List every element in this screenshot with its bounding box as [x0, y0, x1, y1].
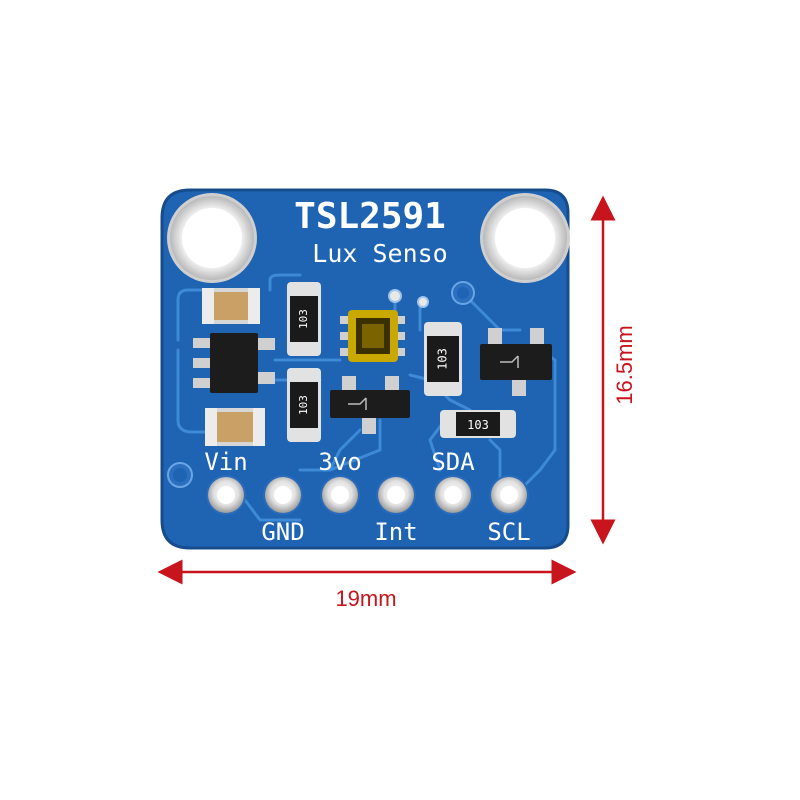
- pin-label-int: Int: [374, 518, 417, 546]
- board-title: TSL2591: [294, 196, 446, 237]
- header-pins: [206, 475, 529, 515]
- pin-label-3vo: 3vo: [318, 448, 361, 476]
- mounting-hole-left: [167, 193, 257, 283]
- pcb-board: [160, 188, 570, 550]
- pin-pad-vin: [206, 475, 246, 515]
- resistor-4: 103: [440, 410, 516, 438]
- pin-label-vin: Vin: [204, 448, 247, 476]
- resistor-1: 103: [287, 282, 321, 356]
- pin-label-gnd: GND: [261, 518, 304, 546]
- pin-label-scl: SCL: [487, 518, 530, 546]
- pin-pad-3vo: [320, 475, 360, 515]
- resistor-3: 103: [424, 322, 462, 396]
- pin-pad-sda: [433, 475, 473, 515]
- pin-pad-scl: [489, 475, 529, 515]
- transistor-2: [480, 328, 552, 396]
- pin-pad-gnd: [263, 475, 303, 515]
- height-dimension: 16.5mm: [590, 195, 637, 545]
- board-subtitle: Lux Senso: [312, 239, 447, 268]
- pin-label-sda: SDA: [431, 448, 475, 476]
- resistor-3-code: 103: [436, 348, 450, 370]
- transistor-1: [330, 376, 410, 434]
- capacitor-top: [202, 288, 260, 324]
- mounting-hole-right: [480, 193, 570, 283]
- width-dimension: 19mm: [157, 559, 577, 611]
- light-sensor-chip: [340, 310, 405, 362]
- width-label: 19mm: [335, 586, 396, 611]
- resistor-4-code: 103: [467, 418, 489, 432]
- resistor-2: 103: [287, 368, 321, 442]
- resistor-2-code: 103: [297, 395, 310, 415]
- height-label: 16.5mm: [612, 325, 637, 404]
- resistor-1-code: 103: [297, 309, 310, 329]
- voltage-regulator-chip: [193, 333, 275, 393]
- vias: [167, 281, 475, 488]
- pin-pad-int: [376, 475, 416, 515]
- capacitor-bottom: [205, 408, 265, 446]
